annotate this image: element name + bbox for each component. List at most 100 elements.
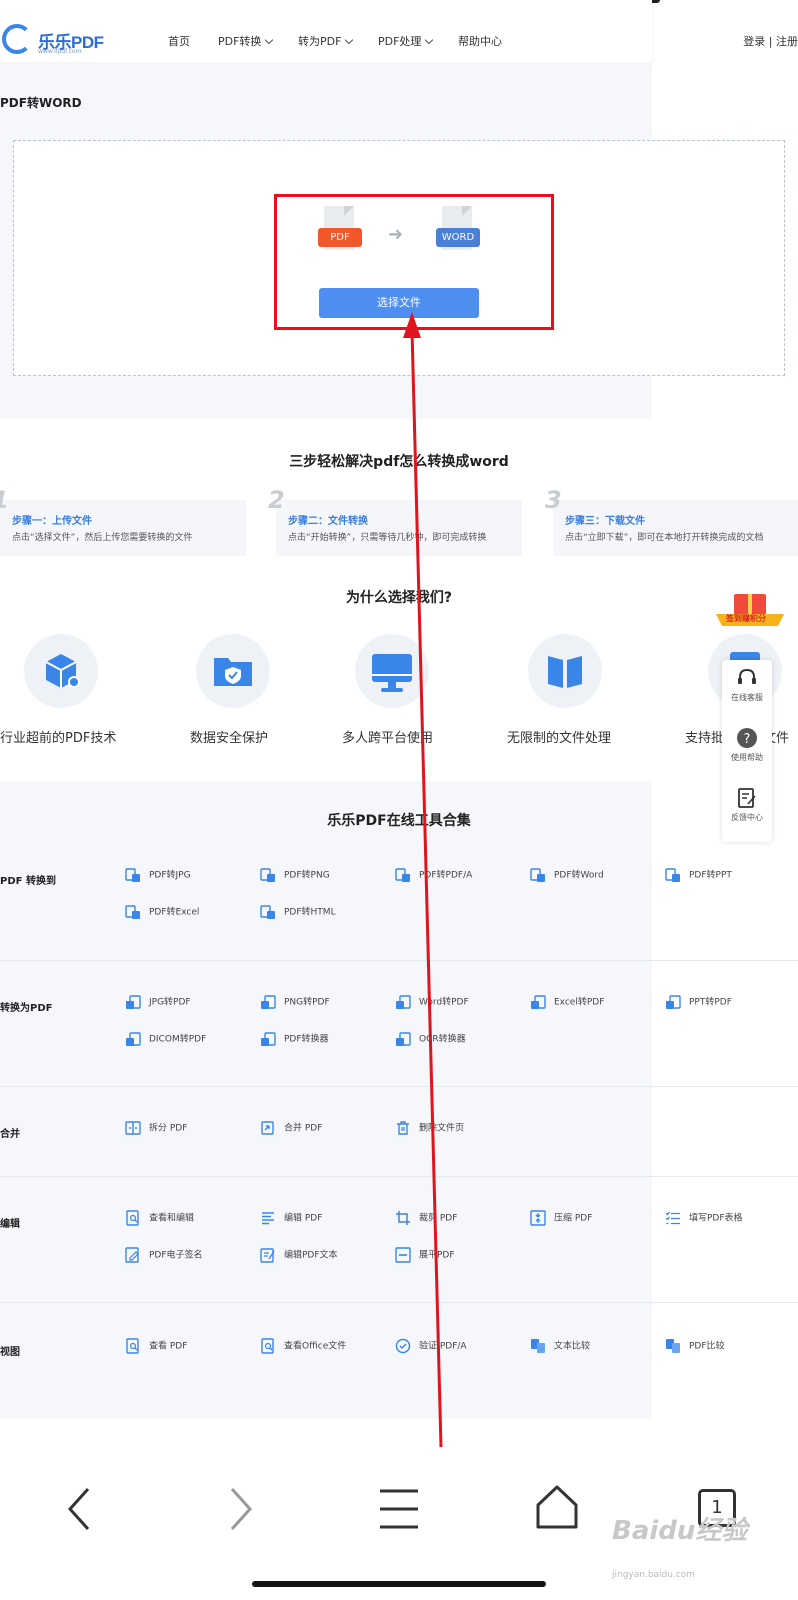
- nav-to-pdf[interactable]: 转为PDF: [298, 33, 354, 49]
- split-icon: [125, 1121, 141, 1135]
- tool-pdf-to-png[interactable]: PDF转PNG: [260, 867, 330, 883]
- tool-png-to-pdf[interactable]: PNG转PDF: [260, 994, 330, 1010]
- page-title: PDF转WORD: [0, 96, 82, 110]
- tool-edit-pdf[interactable]: 编辑 PDF: [260, 1210, 322, 1226]
- tool-e-signature[interactable]: PDF电子签名: [125, 1247, 203, 1263]
- why-heading: 为什么选择我们?: [345, 590, 453, 606]
- nav-pdf-convert-label: PDF转换: [218, 35, 262, 48]
- feature-icon-tech: [24, 634, 98, 708]
- category-title: 编辑: [0, 1219, 20, 1230]
- category-title: 视图: [0, 1347, 20, 1358]
- tool-pdf-to-ppt[interactable]: PDF转PPT: [665, 867, 732, 883]
- file-convert-icon: [396, 995, 411, 1009]
- compare-icon: [531, 1339, 545, 1353]
- category-title: PDF 转换到: [0, 876, 56, 887]
- tool-word-to-pdf[interactable]: Word转PDF: [395, 994, 469, 1010]
- back-icon[interactable]: [60, 1485, 100, 1533]
- checklist-icon: [665, 1211, 680, 1225]
- file-convert-icon: [125, 868, 140, 882]
- divider: [0, 1086, 798, 1087]
- tool-pdf-to-html[interactable]: PDF转HTML: [260, 904, 336, 920]
- step-title: 步骤一：上传文件: [12, 516, 92, 527]
- login-register-link[interactable]: 登录 | 注册: [743, 35, 798, 48]
- view-file-icon: [261, 1338, 274, 1354]
- tool-edit-text[interactable]: 编辑PDF文本: [260, 1247, 338, 1263]
- tool-verify-pdfa[interactable]: 验证 PDF/A: [395, 1338, 467, 1354]
- question-icon: ?: [737, 728, 757, 748]
- site-logo[interactable]: 乐乐PDF www.llpdf.com: [0, 24, 110, 56]
- logo-url: www.llpdf.com: [38, 48, 82, 55]
- watermark-url: jingyan.baidu.com: [612, 1570, 696, 1580]
- nav-home[interactable]: 首页: [168, 35, 190, 48]
- file-convert-icon: [126, 995, 141, 1009]
- file-convert-icon: [261, 1032, 276, 1046]
- home-indicator: [252, 1581, 546, 1587]
- sidebar-feedback[interactable]: 反馈中心: [722, 786, 772, 823]
- menu-icon[interactable]: [378, 1487, 420, 1531]
- category-title: 合并: [0, 1129, 20, 1140]
- pdf-badge: PDF: [318, 228, 362, 247]
- tool-pdf-to-excel[interactable]: PDF转Excel: [125, 904, 199, 920]
- tool-fill-form[interactable]: 填写PDF表格: [665, 1210, 743, 1226]
- tools-heading: 乐乐PDF在线工具合集: [327, 813, 471, 829]
- feature-label: 行业超前的PDF技术: [0, 731, 117, 746]
- nav-to-pdf-label: 转为PDF: [298, 35, 342, 48]
- file-convert-icon: [396, 1032, 411, 1046]
- file-convert-icon: [125, 905, 140, 919]
- file-convert-icon: [261, 995, 276, 1009]
- headset-icon: [738, 668, 756, 684]
- edit-text-icon: [260, 1248, 275, 1263]
- tool-pdf-to-jpg[interactable]: PDF转JPG: [125, 867, 191, 883]
- floating-sidebar: 在线客服 ? 使用帮助 反馈中心: [722, 660, 772, 842]
- forward-icon[interactable]: [220, 1485, 260, 1533]
- step-desc: 点击“立即下载”，即可在本地打开转换完成的文档: [565, 533, 764, 543]
- tool-dicom-to-pdf[interactable]: DICOM转PDF: [125, 1031, 206, 1047]
- tabs-button[interactable]: 1: [698, 1489, 736, 1527]
- tool-pdf-compare[interactable]: PDF比较: [665, 1338, 725, 1354]
- crop-icon: [396, 1211, 410, 1225]
- file-convert-icon: [126, 1032, 141, 1046]
- merge-icon: [261, 1121, 274, 1135]
- tool-ocr-converter[interactable]: OCR转换器: [395, 1031, 466, 1047]
- tool-view-pdf[interactable]: 查看 PDF: [125, 1338, 187, 1354]
- home-icon[interactable]: [534, 1483, 580, 1531]
- tool-pdf-to-word[interactable]: PDF转Word: [530, 867, 604, 883]
- tool-pdf-converter[interactable]: PDF转换器: [260, 1031, 329, 1047]
- tool-crop-pdf[interactable]: 裁剪 PDF: [395, 1210, 457, 1226]
- sidebar-help[interactable]: ? 使用帮助: [722, 726, 772, 763]
- tool-compress-pdf[interactable]: 压缩 PDF: [530, 1210, 592, 1226]
- step-card-3: 3 步骤三：下载文件 点击“立即下载”，即可在本地打开转换完成的文档: [545, 486, 798, 556]
- tool-text-compare[interactable]: 文本比较: [530, 1338, 590, 1354]
- step-number: 3: [545, 486, 562, 514]
- tool-view-office[interactable]: 查看Office文件: [260, 1338, 346, 1354]
- tool-view-edit[interactable]: 查看和编辑: [125, 1210, 194, 1226]
- tool-jpg-to-pdf[interactable]: JPG转PDF: [125, 994, 191, 1010]
- arrow-right-icon: ➜: [388, 224, 404, 245]
- tool-pdf-to-pdfa[interactable]: PDF转PDF/A: [395, 867, 472, 883]
- divider: [0, 1302, 798, 1303]
- logo-mark-icon: [2, 24, 32, 54]
- nav-pdf-process[interactable]: PDF处理: [378, 33, 434, 49]
- file-convert-icon: [531, 995, 546, 1009]
- step-desc: 点击“开始转换”，只需等待几秒钟，即可完成转换: [288, 533, 487, 543]
- feature-icon-security: [196, 634, 270, 708]
- tool-delete-pages[interactable]: 删除文件页: [395, 1120, 464, 1136]
- select-file-button[interactable]: 选择文件: [319, 288, 479, 318]
- tools-section: [0, 781, 652, 1419]
- file-convert-icon: [260, 905, 275, 919]
- feature-icon-unlimited: [528, 634, 602, 708]
- tool-excel-to-pdf[interactable]: Excel转PDF: [530, 994, 604, 1010]
- file-convert-icon: [530, 868, 545, 882]
- feature-icon-platform: [355, 634, 429, 708]
- nav-pdf-convert[interactable]: PDF转换: [218, 33, 274, 49]
- sidebar-label: 在线客服: [731, 693, 763, 702]
- upload-dropzone[interactable]: [13, 140, 785, 376]
- checkin-gift-badge[interactable]: 签到赚积分: [712, 590, 788, 630]
- pdf-file-icon: PDF: [318, 206, 362, 252]
- tool-split-pdf[interactable]: 拆分 PDF: [125, 1120, 187, 1136]
- category-title: 转换为PDF: [0, 1003, 53, 1014]
- tool-ppt-to-pdf[interactable]: PPT转PDF: [665, 994, 732, 1010]
- sidebar-online-service[interactable]: 在线客服: [722, 666, 772, 703]
- tool-merge-pdf[interactable]: 合并 PDF: [260, 1120, 322, 1136]
- nav-help[interactable]: 帮助中心: [458, 35, 502, 48]
